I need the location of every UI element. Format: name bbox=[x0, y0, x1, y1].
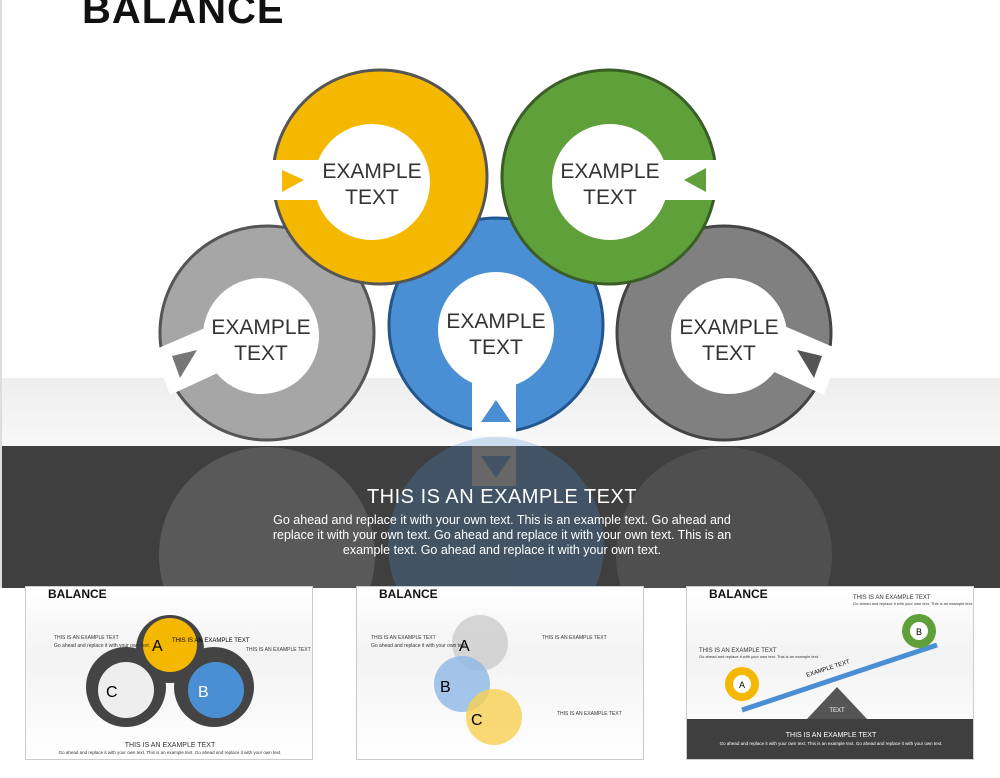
circle-label: EXAMPLE bbox=[211, 316, 310, 339]
side-body: Go ahead and replace it with your own te… bbox=[853, 601, 973, 606]
letter-c: C bbox=[106, 684, 118, 701]
letter-a: A bbox=[459, 638, 470, 655]
thumbnail-3[interactable]: BALANCE TEXT EXAMPLE TEXT A B THIS IS AN… bbox=[686, 586, 974, 760]
triangle-up-icon bbox=[481, 400, 511, 422]
circle-label: EXAMPLE bbox=[560, 160, 659, 183]
circle-yellow[interactable]: EXAMPLE TEXT bbox=[267, 68, 489, 286]
thumbnail-diagram: A B C THIS IS AN EXAMPLE TEXT THIS IS AN… bbox=[54, 615, 311, 755]
thumbnail-title: BALANCE bbox=[379, 587, 438, 601]
circle-text: THIS IS AN EXAMPLE TEXT bbox=[172, 638, 250, 644]
caption-body: Go ahead and replace it with your own te… bbox=[59, 750, 282, 755]
side-text: THIS IS AN EXAMPLE TEXT bbox=[54, 635, 119, 641]
main-slide: BALANCE EXAMPLE TEXT EXAMPLE TEXT bbox=[0, 0, 1000, 588]
circle-green[interactable]: EXAMPLE TEXT bbox=[500, 68, 718, 286]
circle-label: TEXT bbox=[234, 342, 288, 365]
circle-label: EXAMPLE bbox=[446, 310, 545, 333]
fulcrum-text: TEXT bbox=[829, 708, 845, 714]
caption-title: THIS IS AN EXAMPLE TEXT bbox=[125, 742, 216, 749]
slide-title: BALANCE bbox=[82, 0, 285, 32]
letter-b: B bbox=[440, 679, 451, 696]
letter-b: B bbox=[198, 684, 209, 701]
side-text: THIS IS AN EXAMPLE TEXT bbox=[853, 595, 931, 601]
thumbnail-diagram: A B C THIS IS AN EXAMPLE TEXT Go ahead a… bbox=[371, 615, 622, 745]
circle-label: EXAMPLE bbox=[679, 316, 778, 339]
thumbnail-title: BALANCE bbox=[48, 587, 107, 601]
thumbnail-2[interactable]: BALANCE A B C THIS IS AN EXAMPLE TEXT Go… bbox=[356, 586, 644, 760]
letter-b: B bbox=[916, 627, 922, 637]
triangle-icon bbox=[797, 350, 822, 378]
circle-diagram: EXAMPLE TEXT EXAMPLE TEXT EXAMPLE TEXT bbox=[154, 68, 840, 588]
thumbnail-diagram: TEXT EXAMPLE TEXT A B THIS IS AN EXAMPLE… bbox=[687, 595, 973, 759]
reflection bbox=[159, 437, 832, 588]
side-text: THIS IS AN EXAMPLE TEXT bbox=[246, 647, 311, 653]
circle-gray-left[interactable]: EXAMPLE TEXT bbox=[154, 224, 376, 442]
caption-body: Go ahead and replace it with your own te… bbox=[720, 741, 943, 746]
circle-label: TEXT bbox=[702, 342, 756, 365]
triangle-right-icon bbox=[282, 170, 304, 192]
triangle-left-icon bbox=[684, 168, 706, 192]
side-body: Go ahead and replace it with your own te… bbox=[371, 643, 467, 649]
side-text: THIS IS AN EXAMPLE TEXT bbox=[371, 635, 436, 641]
thumbnail-1[interactable]: BALANCE A B C THIS IS AN EXAMPLE TEXT TH… bbox=[25, 586, 313, 760]
circle-label: EXAMPLE bbox=[322, 160, 421, 183]
letter-c: C bbox=[471, 712, 483, 729]
caption-title: THIS IS AN EXAMPLE TEXT bbox=[366, 486, 638, 508]
side-body: Go ahead and replace it with your own te… bbox=[699, 654, 819, 659]
circle-label: TEXT bbox=[469, 336, 523, 359]
caption: THIS IS AN EXAMPLE TEXT Go ahead and rep… bbox=[252, 486, 752, 558]
triangle-icon bbox=[172, 350, 197, 378]
letter-a: A bbox=[739, 680, 745, 690]
caption-title: THIS IS AN EXAMPLE TEXT bbox=[786, 732, 877, 739]
circle-blue-center[interactable]: EXAMPLE TEXT bbox=[387, 216, 605, 436]
caption-band bbox=[2, 446, 1000, 588]
circle-gray-right[interactable]: EXAMPLE TEXT bbox=[615, 224, 840, 442]
circle-label: TEXT bbox=[345, 186, 399, 209]
circle-label: TEXT bbox=[583, 186, 637, 209]
letter-a: A bbox=[152, 638, 163, 655]
side-text: THIS IS AN EXAMPLE TEXT bbox=[557, 711, 622, 717]
side-text: THIS IS AN EXAMPLE TEXT bbox=[699, 648, 777, 654]
thumbnail-title: BALANCE bbox=[709, 587, 768, 601]
side-text: THIS IS AN EXAMPLE TEXT bbox=[542, 635, 607, 641]
caption-body: Go ahead and replace it with your own te… bbox=[272, 513, 732, 557]
side-body: Go ahead and replace it with your own te… bbox=[54, 643, 150, 649]
